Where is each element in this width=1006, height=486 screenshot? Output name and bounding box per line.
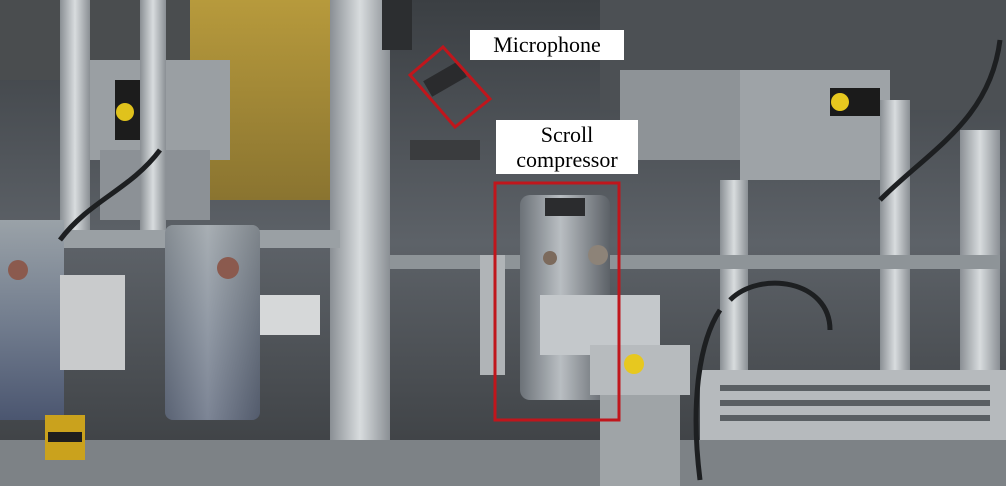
scroll-compressor-label-line2: compressor	[516, 147, 618, 172]
compressor-highlight-box	[493, 181, 621, 422]
microphone-highlight-box	[407, 44, 493, 130]
scroll-compressor-label-line1: Scroll	[540, 122, 594, 147]
scroll-compressor-label: Scroll compressor	[496, 120, 638, 174]
microphone-label: Microphone	[470, 30, 624, 60]
